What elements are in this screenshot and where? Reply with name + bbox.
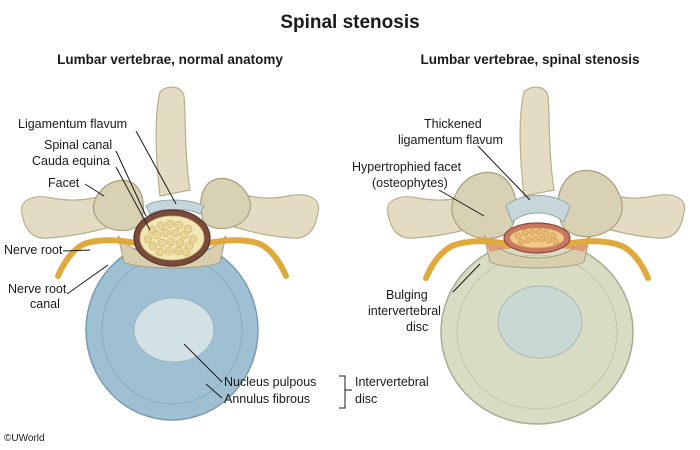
- leader-nerve-root: [62, 249, 91, 252]
- normal-left-nerve-root: [55, 237, 145, 279]
- label-hypertrophied-line1: Hypertrophied facet: [352, 160, 462, 174]
- stenosis-left-nerve-root: [423, 238, 511, 281]
- leader-nerve-root-canal: [66, 264, 109, 295]
- label-facet: Facet: [48, 176, 80, 190]
- label-thickened-line1: Thickened: [424, 117, 482, 131]
- leader-annulus: [205, 383, 223, 399]
- normal-vertebra-illustration: [20, 86, 320, 421]
- normal-left-facet: [92, 179, 144, 232]
- label-ligamentum-flavum: Ligamentum flavum: [18, 117, 128, 131]
- normal-right-facet: [200, 177, 252, 230]
- label-intervertebral-line2: disc: [355, 392, 378, 406]
- leader-lines: [62, 130, 531, 409]
- normal-ligamentum-flavum: [145, 199, 205, 215]
- label-hypertrophied-line2: (osteophytes): [372, 176, 448, 190]
- leader-ligamentum-flavum: [135, 130, 177, 205]
- stenosis-right-facet: [557, 169, 623, 238]
- leader-nucleus: [183, 343, 223, 383]
- leader-spinal-canal: [115, 150, 147, 217]
- label-nucleus-pulpous: Nucleus pulpous: [224, 375, 317, 389]
- label-cauda-equina: Cauda equina: [32, 154, 110, 168]
- normal-spinous-process: [155, 86, 191, 197]
- label-thickened-line2: ligamentum flavum: [398, 133, 503, 147]
- normal-right-nerve-root: [199, 237, 289, 279]
- leader-hypertrophied-facet: [438, 189, 485, 217]
- label-intervertebral-line1: Intervertebral: [355, 375, 429, 389]
- label-nerve-root-canal-line2: canal: [30, 297, 60, 311]
- normal-panel-heading: Lumbar vertebrae, normal anatomy: [57, 52, 283, 67]
- stenosis-panel-heading: Lumbar vertebrae, spinal stenosis: [420, 52, 640, 67]
- stenosis-nerve-fibers: [514, 228, 560, 246]
- label-spinal-canal: Spinal canal: [44, 138, 113, 152]
- leader-thickened-ligamentum: [477, 145, 531, 201]
- label-nerve-root-canal-line1: Nerve root: [8, 282, 67, 296]
- stenosis-vertebra-illustration: [386, 86, 686, 425]
- figure-title: Spinal stenosis: [280, 12, 420, 33]
- label-nerve-root: Nerve root: [4, 243, 63, 257]
- label-annulus-fibrous: Annulus fibrous: [224, 392, 311, 406]
- label-bulging-line3: disc: [406, 320, 429, 334]
- normal-nerve-fibers: [143, 219, 198, 257]
- leader-cauda-equina: [115, 166, 151, 231]
- stenosis-ligamentum-flavum: [505, 195, 571, 223]
- leader-bulging-disc: [452, 263, 481, 293]
- normal-nucleus: [133, 297, 215, 363]
- stenosis-spinous-process: [519, 86, 555, 197]
- stenosis-disc-ring: [456, 254, 618, 410]
- label-bulging-line1: Bulging: [386, 288, 428, 302]
- stenosis-right-nerve-root: [563, 238, 651, 281]
- label-bulging-line2: intervertebral: [368, 304, 441, 318]
- bracket-intervertebral-disc: [339, 375, 352, 409]
- leader-facet: [84, 183, 105, 197]
- copyright-credit: ©UWorld: [4, 433, 45, 444]
- stenosis-nucleus: [497, 285, 583, 359]
